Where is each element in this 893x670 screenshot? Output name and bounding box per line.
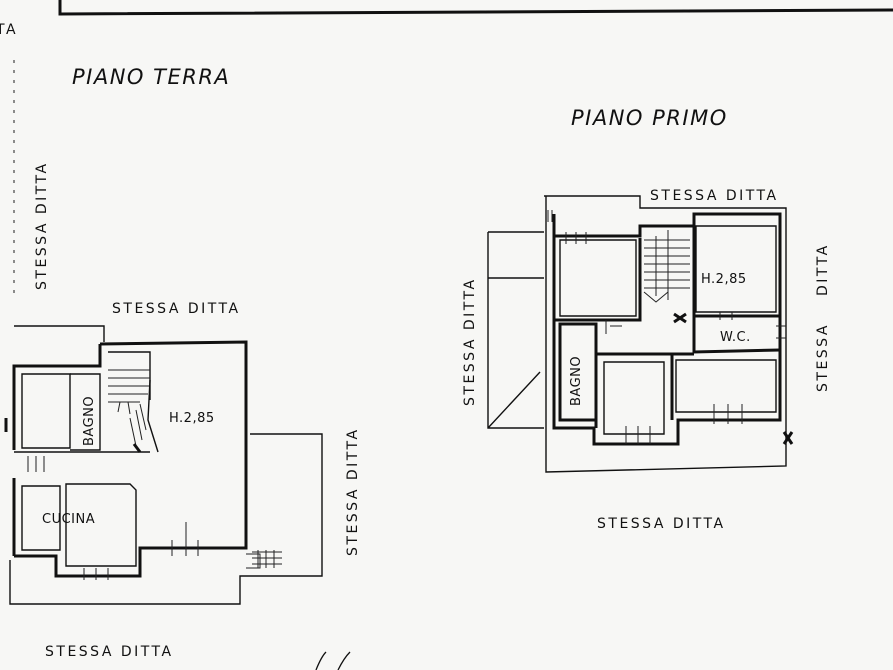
ff-height-label: H.2,85	[701, 272, 747, 287]
ff-bottom-side-label: STESSA DITTA	[597, 516, 726, 532]
cut-label-top-left: TA	[0, 22, 18, 38]
ff-top-side-label: STESSA DITTA	[650, 188, 779, 204]
ff-left-side-label: STESSA DITTA	[462, 277, 478, 406]
gf-left-side-label: STESSA DITTA	[34, 161, 50, 290]
ff-bathroom-label: BAGNO	[569, 356, 584, 406]
gf-bathroom-label: BAGNO	[82, 396, 97, 446]
ff-right-side-upper-label: DITTA	[815, 243, 831, 296]
first-floor-title: PIANO PRIMO	[571, 106, 728, 130]
gf-kitchen-label: CUCINA	[42, 512, 95, 527]
ground-floor-plan	[4, 325, 323, 605]
gf-top-side-label: STESSA DITTA	[112, 301, 241, 317]
gf-bottom-side-label: STESSA DITTA	[45, 644, 174, 660]
first-floor-plan	[487, 195, 794, 473]
ff-wc-label: W.C.	[720, 330, 751, 345]
ff-right-side-lower-label: STESSA	[815, 323, 831, 392]
top-frame	[58, 0, 893, 16]
gf-right-side-label: STESSA DITTA	[345, 427, 361, 556]
ground-floor-title: PIANO TERRA	[72, 65, 230, 89]
gf-height-label: H.2,85	[169, 411, 215, 426]
pen-stroke-mark	[315, 651, 351, 670]
